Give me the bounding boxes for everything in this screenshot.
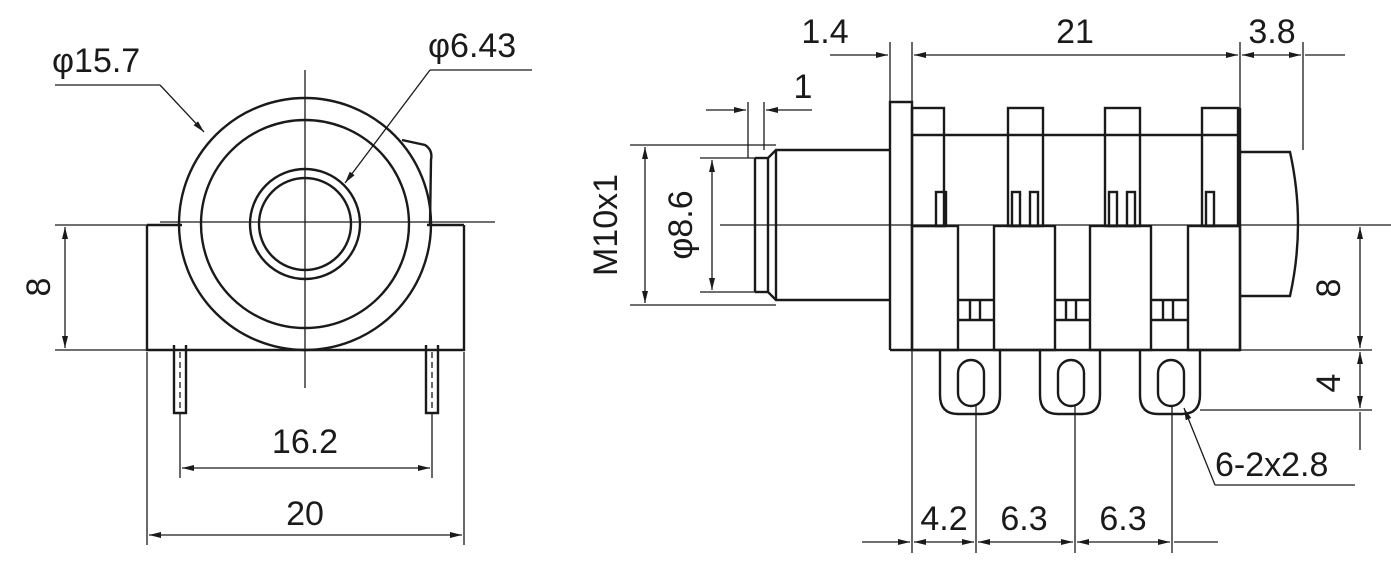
- thread-label: M10x1: [587, 174, 625, 276]
- body-width-label: 20: [286, 495, 324, 533]
- lug-offset-label: 4.2: [920, 500, 967, 538]
- inner-diameter-callout: φ6.43: [344, 27, 532, 184]
- rear-length-label: 3.8: [1248, 13, 1295, 51]
- front-height-dimension: 8: [20, 224, 147, 351]
- thread-dimension: M10x1: [587, 144, 776, 306]
- right-pin: [424, 345, 440, 415]
- outer-ring: [177, 96, 433, 352]
- thread-step-dimension: 1: [706, 68, 812, 158]
- side-height-dimensions: 8 4: [1200, 227, 1372, 450]
- lug-pitch-2-label: 6.3: [1099, 500, 1146, 538]
- contact-block-1: [910, 106, 1002, 416]
- side-body-height-label: 8: [1310, 279, 1348, 298]
- contact-block-3: [1088, 106, 1202, 416]
- contact-block-2: [992, 106, 1102, 416]
- lug-pitch-1-label: 6.3: [1000, 500, 1047, 538]
- socket-inner: [257, 176, 353, 272]
- thread-diameter-dimension: φ8.6: [662, 157, 755, 293]
- front-height-label: 8: [20, 278, 58, 297]
- left-pin: [172, 345, 188, 415]
- lug-holes-callout: 6-2x2.8: [1183, 407, 1355, 486]
- side-view: 1.4 21 3.8 1 M10x1 φ8.6: [587, 13, 1391, 553]
- rail-ticks: [968, 300, 1175, 320]
- socket-outer: [248, 167, 362, 281]
- thread-diameter-label: φ8.6: [662, 190, 700, 259]
- contact-rail: [958, 298, 1188, 322]
- outer-diameter-label: φ15.7: [52, 42, 140, 80]
- contact-block-4: [1186, 106, 1242, 352]
- thread-step-label: 1: [794, 68, 813, 106]
- top-dimensions: 1.4 21 3.8: [801, 13, 1345, 150]
- lug-height-label: 4: [1310, 374, 1348, 393]
- threaded-barrel: [753, 148, 890, 302]
- latch-tab: [401, 138, 433, 226]
- outer-diameter-callout: φ15.7: [52, 42, 205, 133]
- front-view: φ15.7 φ6.43 8 16.2 20: [20, 27, 532, 545]
- rear-dome: [1240, 150, 1300, 298]
- lug-spacing-dimensions: 4.2 6.3 6.3: [862, 350, 1218, 553]
- pin-spacing-dimension: 16.2: [179, 413, 433, 478]
- middle-ring: [199, 118, 411, 330]
- body-width-dimension: 20: [146, 352, 465, 545]
- body-length-label: 21: [1056, 13, 1094, 51]
- front-flange: [888, 100, 914, 350]
- inner-diameter-label: φ6.43: [428, 27, 516, 65]
- lug-holes-label: 6-2x2.8: [1215, 446, 1328, 484]
- flange-thickness-label: 1.4: [801, 13, 848, 51]
- pin-spacing-label: 16.2: [272, 423, 338, 461]
